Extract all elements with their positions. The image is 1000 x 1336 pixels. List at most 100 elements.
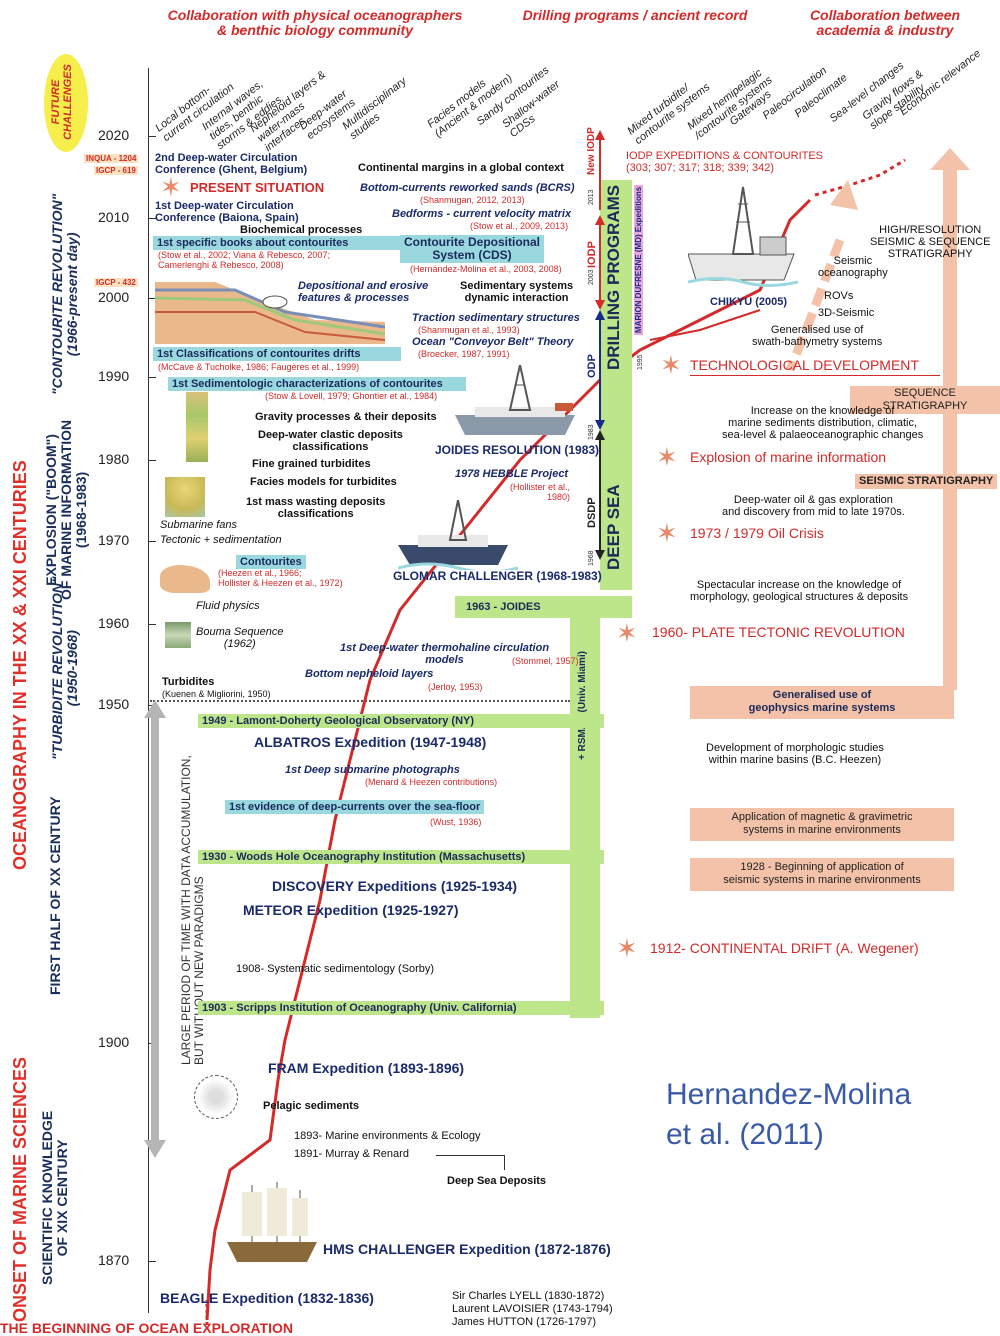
deep-sea-deposits: Deep Sea Deposits bbox=[447, 1175, 547, 1187]
odp-label: ODP bbox=[586, 354, 598, 378]
sorby: 1908- Systematic sedimentology (Sorby) bbox=[236, 963, 435, 975]
seismic-stratigraphy: SEISMIC STRATIGRAPHY bbox=[855, 474, 998, 489]
oil-crisis: 1973 / 1979 Oil Crisis bbox=[690, 525, 824, 541]
thermo-ref: (Stommel, 1957) bbox=[512, 656, 579, 666]
header-physical-oceanographers: Collaboration with physical oceanographe… bbox=[167, 7, 463, 38]
bar-first-books: 1st specific books about contourites bbox=[153, 236, 401, 250]
bar-classifications: 1st Classifications of contourites drift… bbox=[153, 347, 401, 361]
joides-resolution: JOIDES RESOLUTION (1983) bbox=[435, 443, 600, 457]
bouma: Bouma Sequence(1962) bbox=[196, 626, 284, 650]
murray-connector bbox=[436, 1155, 505, 1170]
contourite-graphic bbox=[160, 565, 210, 593]
year-label: 1990 bbox=[98, 368, 130, 384]
bar-contourites: Contourites bbox=[236, 555, 306, 569]
year-label: 1980 bbox=[98, 451, 130, 467]
year-1995: 1995 bbox=[637, 354, 644, 370]
present-situation: PRESENT SITUATION bbox=[190, 180, 325, 195]
facies-turbidites: Facies models for turbidites bbox=[250, 476, 397, 488]
present-star-icon: ✶ bbox=[160, 172, 182, 202]
iodp-expeditions: IODP EXPEDITIONS & CONTOURITES(303; 307;… bbox=[626, 150, 824, 174]
continental-drift: 1912- CONTINENTAL DRIFT (A. Wegener) bbox=[650, 940, 919, 956]
bar-deep-currents: 1st evidence of deep-currents over the s… bbox=[225, 800, 485, 814]
nepheloid-ref: (Jerloy, 1953) bbox=[428, 682, 483, 692]
year-tick bbox=[148, 377, 156, 378]
bar-sedimentologic: 1st Sedimentologic characterizations of … bbox=[168, 377, 466, 391]
beginning-exploration: THE BEGINNING OF OCEAN EXPLORATION bbox=[0, 1320, 293, 1336]
year-tick bbox=[148, 541, 156, 542]
beagle: BEAGLE Expedition (1832-1836) bbox=[160, 1290, 374, 1306]
turbidites-ref: (Kuenen & Migliorini, 1950) bbox=[162, 689, 271, 699]
submarine-fan-graphic bbox=[165, 477, 205, 517]
program-arrows bbox=[595, 130, 605, 560]
year-tick bbox=[148, 1261, 156, 1262]
murray: 1891- Murray & Renard bbox=[294, 1148, 409, 1160]
year-tick bbox=[148, 298, 156, 299]
year-label: 1870 bbox=[98, 1252, 130, 1268]
header-drilling-programs: Drilling programs / ancient record bbox=[522, 7, 748, 23]
continental-margins: Continental margins in a global context bbox=[358, 162, 564, 174]
oilcrisis-star-icon: ✶ bbox=[656, 518, 678, 548]
year-1983: 1983 bbox=[588, 424, 595, 440]
chikyu: CHIKYU (2005) bbox=[710, 296, 788, 308]
tag-igcp-432: IGCP - 432 bbox=[94, 278, 138, 287]
year-label: 1950 bbox=[98, 696, 130, 712]
biochem: Biochemical processes bbox=[240, 224, 363, 236]
chikyu-ship-graphic bbox=[688, 186, 798, 287]
hebble-ref: (Hollister et al.,1980) bbox=[510, 482, 571, 502]
year-label: 1970 bbox=[98, 532, 130, 548]
drift-star-icon: ✶ bbox=[616, 933, 638, 963]
explosion-star-icon: ✶ bbox=[656, 442, 678, 472]
explosion-marine-info: Explosion of marine information bbox=[690, 449, 887, 465]
contourites-ref: (Heezen et al., 1966;Hollister & Heezen … bbox=[218, 568, 343, 588]
glomar: GLOMAR CHALLENGER (1968-1983) bbox=[393, 569, 602, 583]
fram: FRAM Expedition (1893-1896) bbox=[268, 1060, 465, 1076]
pelagic: Pelagic sediments bbox=[263, 1100, 359, 1112]
year-1968: 1968 bbox=[588, 550, 595, 566]
conveyor: Ocean "Conveyor Belt" Theory bbox=[412, 336, 574, 348]
new-iodp-label: New IODP bbox=[586, 127, 597, 175]
year-label: 2020 bbox=[98, 127, 130, 143]
rovs: ROVs bbox=[824, 290, 854, 302]
year-label: 2010 bbox=[98, 209, 130, 225]
submarine-photos: 1st Deep submarine photographs bbox=[285, 764, 460, 776]
evidence-ref: (Wust, 1936) bbox=[430, 817, 482, 827]
glomar-ship-graphic bbox=[398, 500, 518, 570]
year-tick bbox=[148, 218, 156, 219]
sequence-stratigraphy: SEQUENCE STRATIGRAPHY bbox=[850, 386, 1000, 414]
rsmas-label: + RSMAS (Univ. Miami) bbox=[577, 651, 588, 760]
bar-woods-hole: 1930 - Woods Hole Oceanography Instituti… bbox=[198, 850, 604, 864]
classif-ref: (McCave & Tucholke, 1986; Faugères et al… bbox=[158, 362, 360, 372]
albatros: ALBATROS Expedition (1947-1948) bbox=[254, 734, 487, 750]
meteor: METEOR Expedition (1925-1927) bbox=[243, 902, 459, 918]
year-2013: 2013 bbox=[588, 189, 595, 205]
large-period-arrow bbox=[144, 700, 166, 1158]
traction-ref: (Shanmugan et al., 1993) bbox=[418, 325, 520, 335]
sediment-log-graphic bbox=[186, 392, 208, 462]
dsdp-label: DSDP bbox=[586, 497, 598, 528]
hebble: 1978 HEBBLE Project bbox=[455, 468, 569, 480]
bouma-graphic bbox=[165, 622, 191, 648]
bedforms-ref: (Stow et al., 2009, 2013) bbox=[470, 221, 569, 231]
tectonic-sed: Tectonic + sedimentation bbox=[160, 534, 282, 546]
historical-scientists: Sir Charles LYELL (1830-1872)Laurent LAV… bbox=[452, 1290, 613, 1328]
plate-star-icon: ✶ bbox=[616, 618, 638, 648]
green-rsmas-column bbox=[570, 600, 600, 1018]
technological-development: TECHNOLOGICAL DEVELOPMENT bbox=[690, 357, 919, 373]
3d-seismic: 3D-Seismic bbox=[818, 307, 875, 319]
year-tick bbox=[148, 624, 156, 625]
cds-ref: (Hernández-Molina et al., 2003, 2008) bbox=[410, 264, 562, 274]
